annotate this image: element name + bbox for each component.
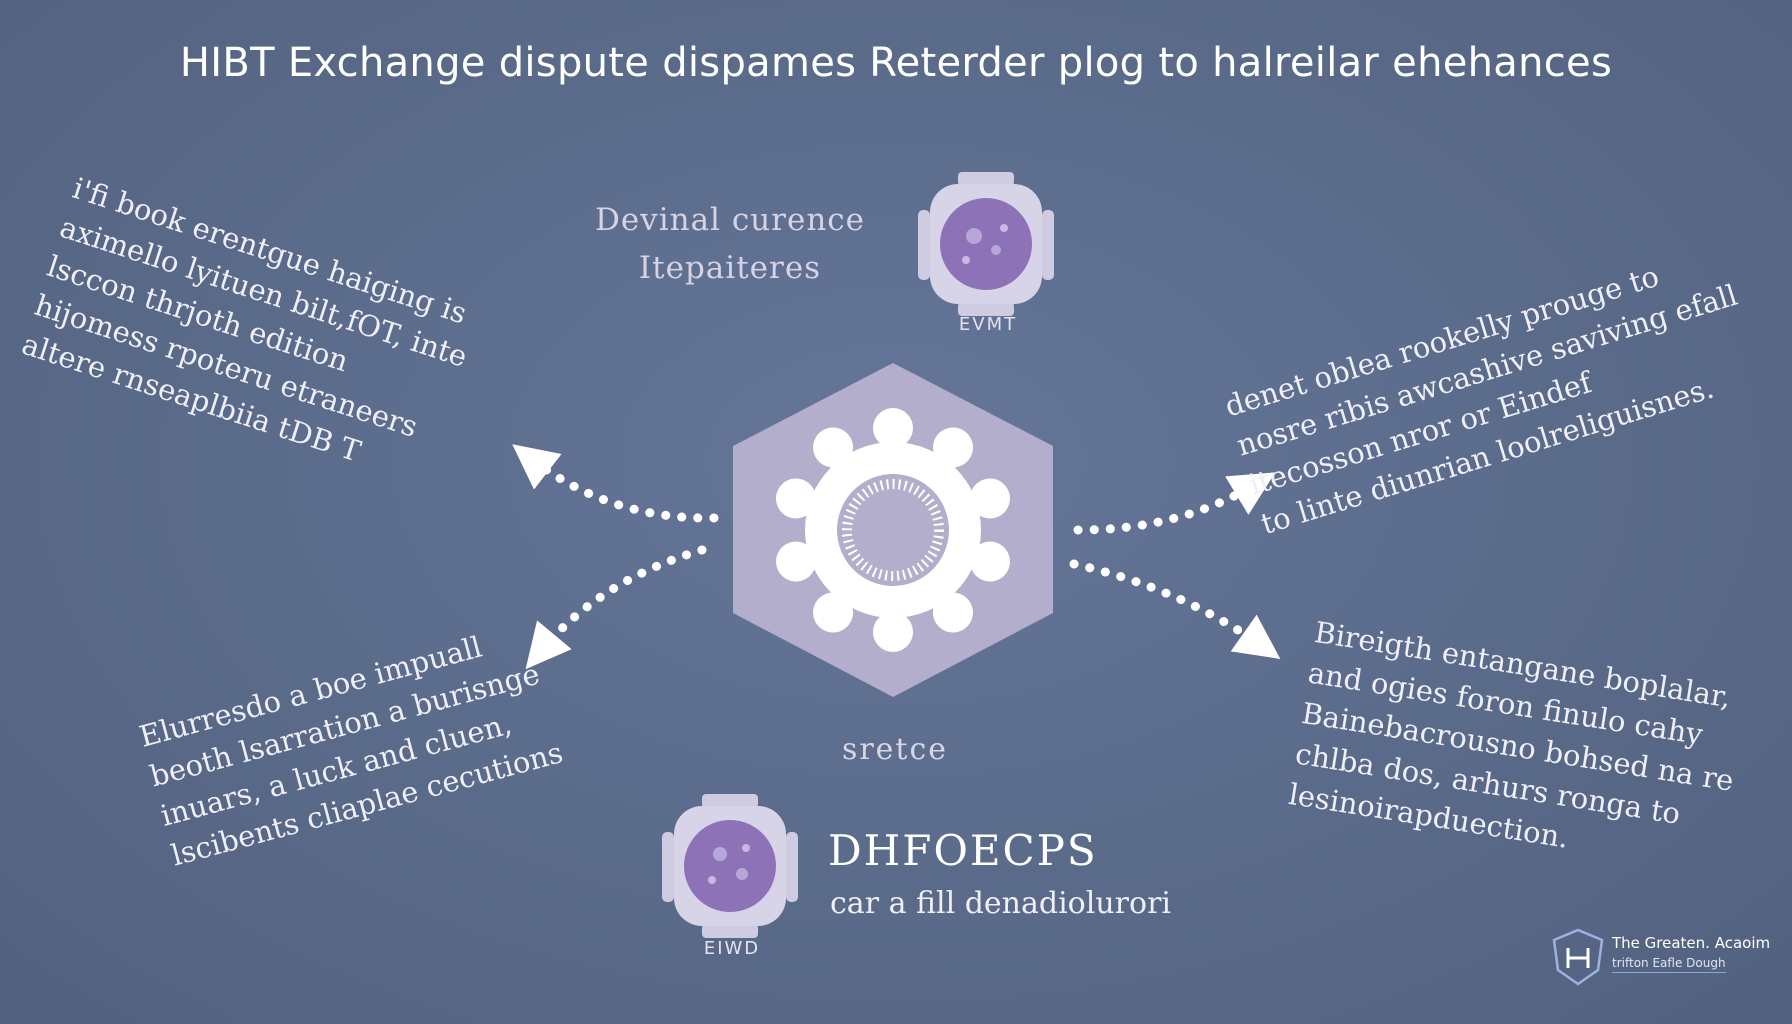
top-caption-line: Devinal curence [594, 202, 865, 238]
shield-logo-icon [1552, 928, 1604, 986]
arrow-icon [512, 444, 719, 523]
top-caption: Devinal curence Itepaiteres [560, 196, 900, 292]
center-caption: sretce [841, 732, 949, 767]
arrow-icon [525, 545, 707, 670]
footer-brand-name: The Greaten. Acaoim [1612, 934, 1771, 952]
lens-badge-icon [662, 794, 798, 938]
page-title: HIBT Exchange dispute dispames Reterder … [179, 40, 1613, 86]
arrow-icon [1069, 559, 1281, 659]
gear-icon [768, 408, 1018, 652]
footer-brand-tagline: trifton Eafle Dough [1612, 956, 1726, 973]
arrow-icon [1073, 472, 1276, 535]
bottom-heading: DHFOECPS [828, 826, 1098, 875]
lens-badge-icon [918, 172, 1054, 316]
badge-top-label: EVMT [958, 314, 1018, 335]
top-caption-line: Itepaiteres [638, 250, 822, 286]
bottom-subtitle: car a fill denadiolurori [830, 886, 1172, 921]
badge-bottom-label: EIWD [703, 938, 761, 959]
